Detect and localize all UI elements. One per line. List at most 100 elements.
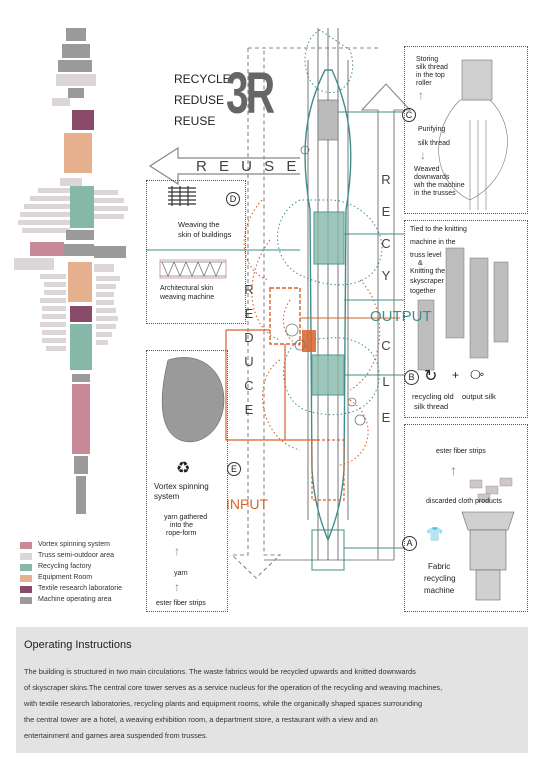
instructions-line: of skyscraper skins.The central core tow… [24, 683, 443, 692]
panel-b-text-1: recycling old [412, 392, 454, 401]
input-label: INPUT [226, 496, 268, 512]
panel-e-gathered-2: into the [170, 522, 193, 529]
panel-a-machine-1: Fabric [428, 562, 451, 571]
up-arrow-icon: ↑ [450, 462, 457, 478]
plus-sign: + [452, 368, 460, 382]
panel-a-machine-2: recycling [424, 574, 456, 583]
instructions-heading: Operating Instructions [24, 639, 132, 651]
reuse-arrow [148, 146, 300, 186]
down-arrow-icon: ↓ [420, 148, 426, 162]
reduce-letter: E [244, 306, 254, 321]
panel-c-marker: C [402, 108, 416, 122]
reduce-letter: U [244, 354, 254, 369]
recycle-letter: C [381, 236, 391, 251]
panel-tied-text-7: together [410, 288, 436, 295]
legend-label: Truss semi-outdoor area [38, 552, 114, 559]
legend-swatch-machine [20, 597, 32, 604]
panel-e-title-1: Vortex spinning [154, 482, 209, 491]
panel-a-marker: A [402, 536, 417, 551]
panel-e [146, 350, 228, 612]
panel-tied-text-4: & [418, 260, 423, 267]
reuse-arrow-label: R E U S E [196, 158, 301, 175]
output-silk-label: output silk [462, 392, 496, 401]
reduce-letter: R [244, 282, 254, 297]
panel-e-yarn: yarn [174, 570, 188, 577]
legend-swatch-textile [20, 586, 32, 593]
legend-swatch-recycling [20, 564, 32, 571]
panel-e-gathered-3: rope-form [166, 530, 197, 537]
instructions-line: The building is structured in two main c… [24, 667, 416, 676]
banner-word-reuse: REUSE [174, 114, 216, 128]
recycle-letter: L [382, 374, 390, 389]
panel-tied-text-3: truss level [410, 252, 442, 259]
panel-c-storing-2: silk thread [416, 64, 448, 71]
instructions-line: the central tower are a hotel, a weaving… [24, 715, 378, 724]
up-arrow-icon: ↑ [418, 88, 424, 102]
reduce-box [269, 287, 301, 345]
panel-tied-text-1: Tied to the knitting [410, 226, 467, 233]
legend: Vortex spinning system Truss semi-outdoo… [20, 541, 150, 610]
panel-tied-text-2: machine in the [410, 239, 456, 246]
shirt-icon: 👕 [426, 526, 444, 542]
panel-e-marker: E [227, 462, 241, 476]
legend-label: Textile research laboratorie [38, 585, 123, 592]
panel-a-discarded: discarded cloth products [426, 498, 502, 505]
recycle-symbol-icon: ♻ [176, 460, 191, 477]
panel-c-storing-3: in the top [416, 72, 445, 79]
legend-label: Equipment Room [38, 574, 93, 581]
panel-c-weaved-2: downwards [414, 174, 450, 181]
panel-c-weaved-1: Weaved [414, 166, 440, 173]
panel-d-title-2: skin of buildings [178, 230, 232, 239]
panel-c-purifying-1: Purifying [418, 126, 446, 133]
section-diagram [0, 0, 140, 560]
panel-a [404, 424, 528, 612]
recycle-letter: E [381, 410, 391, 425]
flow-arrows-svg [146, 28, 515, 601]
three-r-mark: 3R [226, 61, 275, 126]
panel-c-weaved-4: in the trusses [414, 190, 456, 197]
legend-swatch-vortex [20, 542, 32, 549]
legend-label: Recycling factory [38, 563, 92, 570]
reduce-letter: D [244, 330, 254, 345]
legend-label: Machine operating area [38, 596, 112, 603]
instructions-panel: Operating Instructions The building is s… [16, 627, 528, 753]
legend-swatch-truss [20, 553, 32, 560]
panel-d-caption-1: Architectural skin [160, 285, 214, 292]
up-arrow-icon: ↑ [174, 580, 180, 594]
panel-a-ester: ester fiber strips [436, 448, 486, 455]
panel-c [404, 46, 528, 214]
recycle-arrow [360, 83, 412, 560]
spiral-icon: ⧂ [470, 366, 484, 382]
panel-tied-text-6: skyscraper [410, 278, 444, 285]
panel-tied-text-5: Knitting the [410, 268, 446, 275]
recycle-letter: Y [381, 268, 391, 283]
panel-e-strips: ester fiber strips [156, 600, 206, 607]
legend-label: Vortex spinning system [38, 541, 110, 548]
reduce-arrow [230, 48, 282, 579]
panel-b-text-2: silk thread [414, 402, 449, 411]
panel-e-title-2: system [154, 492, 180, 501]
recycle-loop-icon: ↻ [424, 368, 438, 385]
panel-e-gathered-1: yarn gathered [164, 514, 208, 521]
legend-swatch-equipment [20, 575, 32, 582]
panel-c-storing-1: Storing [416, 56, 439, 63]
panel-d-title-1: Weaving the [178, 220, 220, 229]
output-label: OUTPUT [370, 308, 432, 325]
panel-tied [404, 220, 528, 418]
banner-word-recycle: RECYCLE [174, 72, 231, 86]
reduce-letter: C [244, 378, 254, 393]
reduce-letter: E [244, 402, 254, 417]
panel-d-marker: D [226, 192, 240, 206]
panel-d-caption-2: weaving machine [160, 294, 215, 301]
instructions-line: entertainment and games area suspended f… [24, 731, 208, 740]
panel-c-weaved-3: wih the machine [414, 182, 465, 189]
panel-c-purifying-2: silk thread [418, 140, 450, 147]
banner-word-reduse: REDUSE [174, 93, 225, 107]
recycle-letter: C [381, 338, 391, 353]
panel-c-storing-4: roller [416, 80, 432, 87]
recycle-letter: E [381, 204, 391, 219]
section-diagram-svg [14, 28, 128, 514]
recycle-letter: R [381, 172, 391, 187]
instructions-line: with textile research laboratories, recy… [24, 699, 423, 708]
panel-a-machine-3: machine [424, 586, 455, 595]
